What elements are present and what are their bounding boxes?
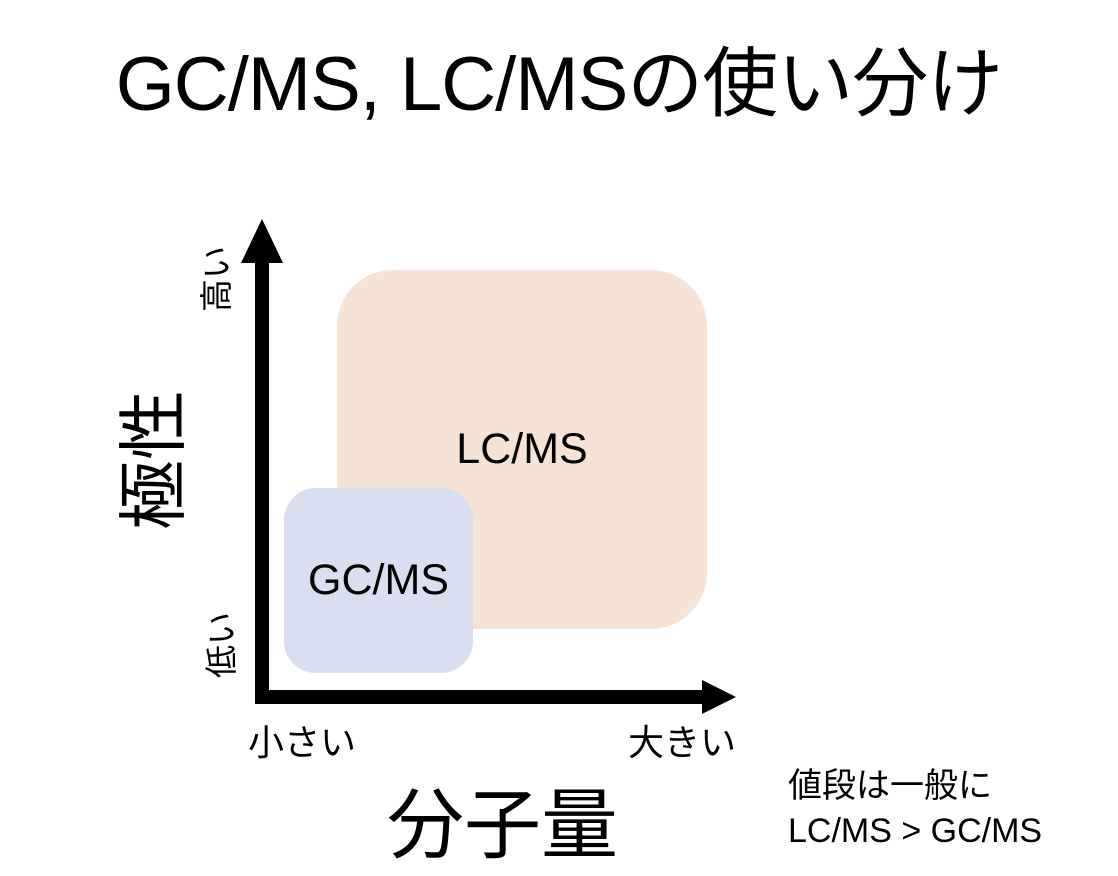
x-axis-large-label: 大きい — [628, 722, 737, 763]
y-axis-title: 極性 — [115, 390, 193, 530]
gcms-region-label: GC/MS — [308, 556, 449, 604]
x-axis-arrowhead-icon — [702, 680, 736, 714]
x-axis-title: 分子量 — [387, 783, 618, 869]
x-axis-line — [255, 690, 705, 704]
x-axis-small-label: 小さい — [248, 722, 357, 763]
y-axis-high-label: 高い — [198, 246, 235, 312]
price-note-line1: 値段は一般に — [788, 767, 992, 805]
y-axis-line — [255, 242, 269, 703]
lcms-region-label: LC/MS — [456, 425, 588, 473]
price-note-line2: LC/MS > GC/MS — [788, 812, 1043, 850]
y-axis-arrowhead-icon — [241, 219, 283, 263]
price-note: 値段は一般に LC/MS > GC/MS — [788, 764, 1042, 854]
page-title: GC/MS, LC/MSの使い分け — [115, 42, 1004, 127]
y-axis-low-label: 低い — [203, 612, 240, 678]
gcms-region: GC/MS — [284, 488, 473, 673]
